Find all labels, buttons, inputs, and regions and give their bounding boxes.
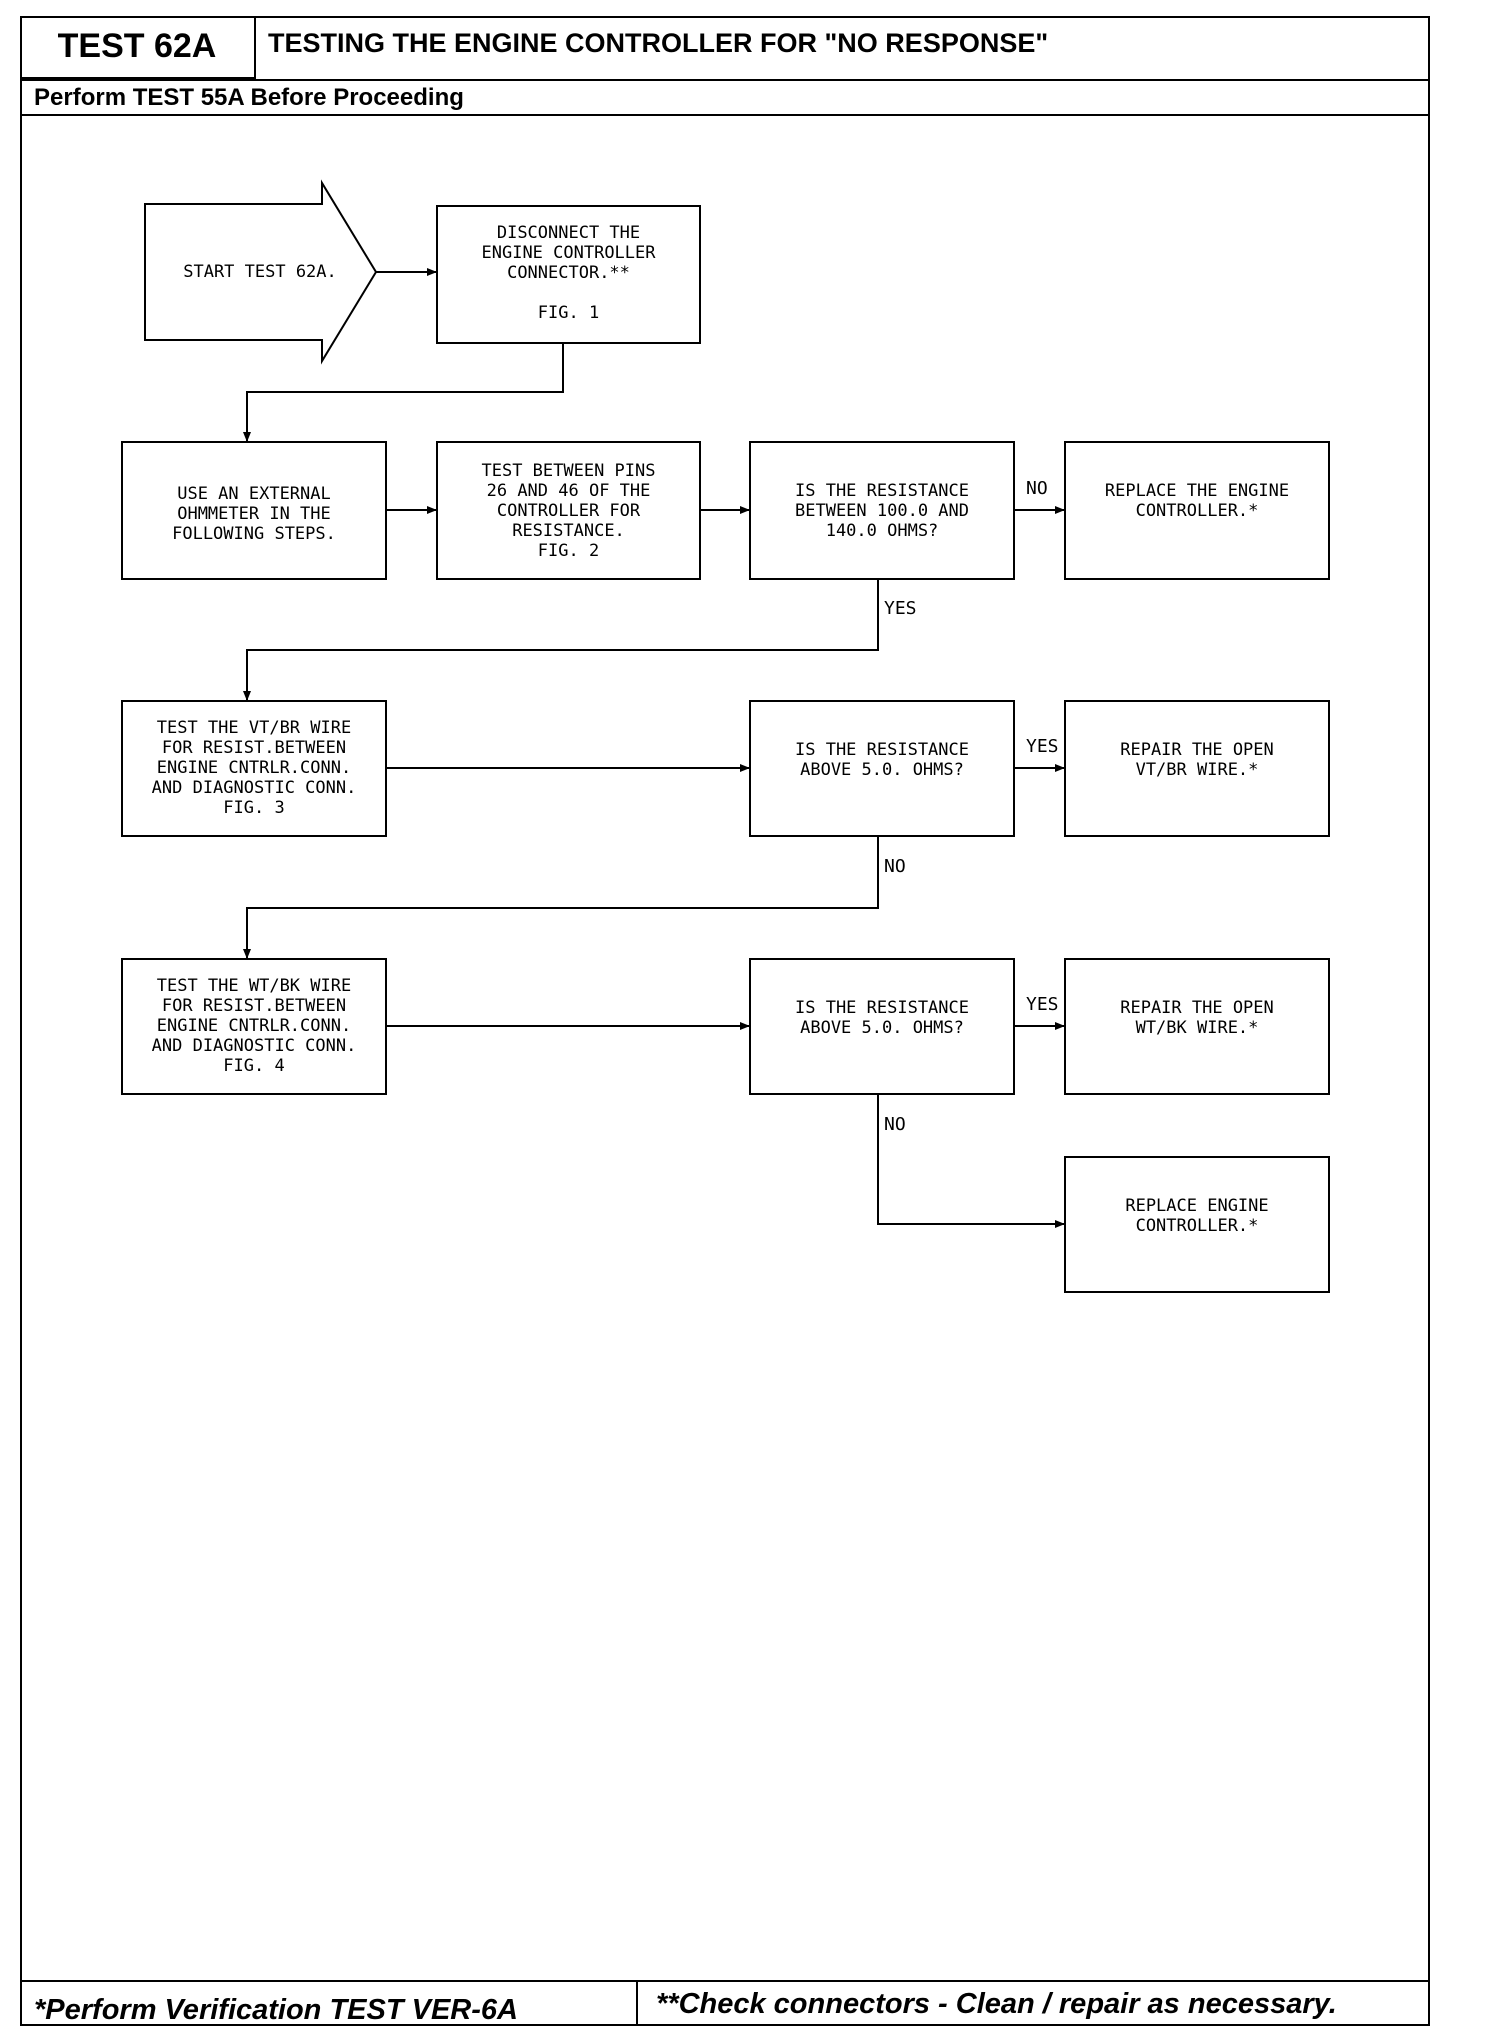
- test-vt-br-wire-text: TEST THE VT/BR WIRE FOR RESIST.BETWEEN E…: [151, 718, 357, 818]
- branch-label-yes: YES: [1026, 994, 1059, 1015]
- page-frame: [20, 16, 1430, 2026]
- start-arrow-shape: [144, 179, 378, 365]
- branch-label-no: NO: [1026, 478, 1048, 499]
- footer-divider: [20, 1980, 1430, 1982]
- repair-vt-br-text: REPAIR THE OPEN VT/BR WIRE.*: [1120, 740, 1274, 780]
- repair-vt-br-step: REPAIR THE OPEN VT/BR WIRE.*: [1064, 700, 1330, 837]
- prereq-divider: [20, 114, 1430, 116]
- test-pins-text: TEST BETWEEN PINS 26 AND 46 OF THE CONTR…: [481, 461, 656, 561]
- repair-wt-bk-text: REPAIR THE OPEN WT/BK WIRE.*: [1120, 998, 1274, 1038]
- resistance-above-5-question-2: IS THE RESISTANCE ABOVE 5.0. OHMS?: [795, 998, 969, 1038]
- resistance-above-5-decision-2: IS THE RESISTANCE ABOVE 5.0. OHMS?: [749, 958, 1015, 1095]
- branch-label-no: NO: [884, 856, 906, 877]
- footer-connector-note: **Check connectors - Clean / repair as n…: [656, 1988, 1337, 2020]
- footer-verification-note: *Perform Verification TEST VER-6A: [34, 1994, 518, 2026]
- resistance-range-question: IS THE RESISTANCE BETWEEN 100.0 AND 140.…: [795, 481, 969, 541]
- start-step-label: START TEST 62A.: [183, 262, 337, 282]
- replace-controller-text-2: REPLACE ENGINE CONTROLLER.*: [1125, 1196, 1269, 1236]
- replace-controller-step-1: REPLACE THE ENGINE CONTROLLER.*: [1064, 441, 1330, 580]
- external-ohmmeter-step: USE AN EXTERNAL OHMMETER IN THE FOLLOWIN…: [121, 441, 387, 580]
- start-step: START TEST 62A.: [150, 256, 370, 288]
- test-id: TEST 62A: [20, 16, 256, 79]
- page-title: TESTING THE ENGINE CONTROLLER FOR "NO RE…: [268, 28, 1049, 58]
- test-vt-br-wire-step: TEST THE VT/BR WIRE FOR RESIST.BETWEEN E…: [121, 700, 387, 837]
- test-wt-bk-wire-text: TEST THE WT/BK WIRE FOR RESIST.BETWEEN E…: [151, 976, 357, 1076]
- footer-split: [636, 1980, 638, 2026]
- resistance-above-5-question-1: IS THE RESISTANCE ABOVE 5.0. OHMS?: [795, 740, 969, 780]
- test-wt-bk-wire-step: TEST THE WT/BK WIRE FOR RESIST.BETWEEN E…: [121, 958, 387, 1095]
- replace-controller-step-2: REPLACE ENGINE CONTROLLER.*: [1064, 1156, 1330, 1293]
- branch-label-yes: YES: [884, 598, 917, 619]
- resistance-range-decision: IS THE RESISTANCE BETWEEN 100.0 AND 140.…: [749, 441, 1015, 580]
- repair-wt-bk-step: REPAIR THE OPEN WT/BK WIRE.*: [1064, 958, 1330, 1095]
- branch-label-no: NO: [884, 1114, 906, 1135]
- replace-controller-text-1: REPLACE THE ENGINE CONTROLLER.*: [1104, 481, 1290, 521]
- test-pins-step: TEST BETWEEN PINS 26 AND 46 OF THE CONTR…: [436, 441, 701, 580]
- external-ohmmeter-text: USE AN EXTERNAL OHMMETER IN THE FOLLOWIN…: [172, 484, 336, 544]
- disconnect-connector-text: DISCONNECT THE ENGINE CONTROLLER CONNECT…: [481, 223, 656, 323]
- resistance-above-5-decision-1: IS THE RESISTANCE ABOVE 5.0. OHMS?: [749, 700, 1015, 837]
- disconnect-connector-step: DISCONNECT THE ENGINE CONTROLLER CONNECT…: [436, 205, 701, 344]
- header-divider: [20, 79, 1430, 81]
- prerequisite-note: Perform TEST 55A Before Proceeding: [34, 84, 464, 111]
- branch-label-yes: YES: [1026, 736, 1059, 757]
